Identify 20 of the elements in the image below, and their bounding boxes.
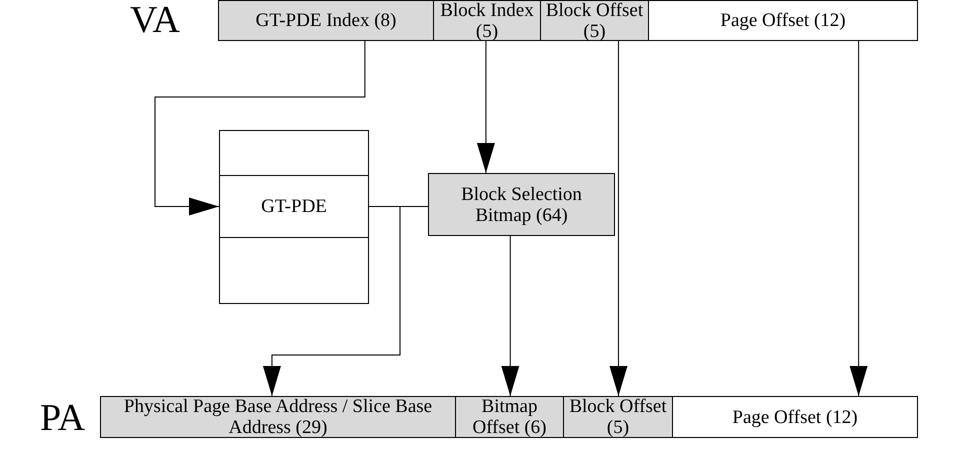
bit-field: Bitmap Offset (6) bbox=[455, 396, 564, 438]
arrow bbox=[262, 206, 400, 396]
arrow bbox=[476, 40, 495, 174]
bit-field: Page Offset (12) bbox=[672, 396, 918, 438]
table-row bbox=[219, 130, 369, 176]
bit-field: Block Offset (5) bbox=[540, 0, 649, 41]
address-label: PA bbox=[40, 398, 86, 438]
bit-field: Block Selection Bitmap (64) bbox=[428, 173, 615, 236]
table-row: GT-PDE bbox=[219, 175, 369, 238]
arrow bbox=[501, 236, 520, 396]
address-label: VA bbox=[130, 0, 180, 40]
bit-field: Block Index (5) bbox=[433, 0, 541, 41]
arrow bbox=[850, 40, 868, 396]
bit-field: Physical Page Base Address / Slice Base Address (29) bbox=[100, 396, 456, 438]
bit-field: GT-PDE Index (8) bbox=[218, 0, 434, 41]
bit-field: Page Offset (12) bbox=[648, 0, 918, 41]
bit-field: Block Offset (5) bbox=[563, 396, 673, 438]
arrow bbox=[609, 40, 628, 396]
arrow bbox=[154, 40, 366, 216]
table-row bbox=[219, 237, 369, 304]
